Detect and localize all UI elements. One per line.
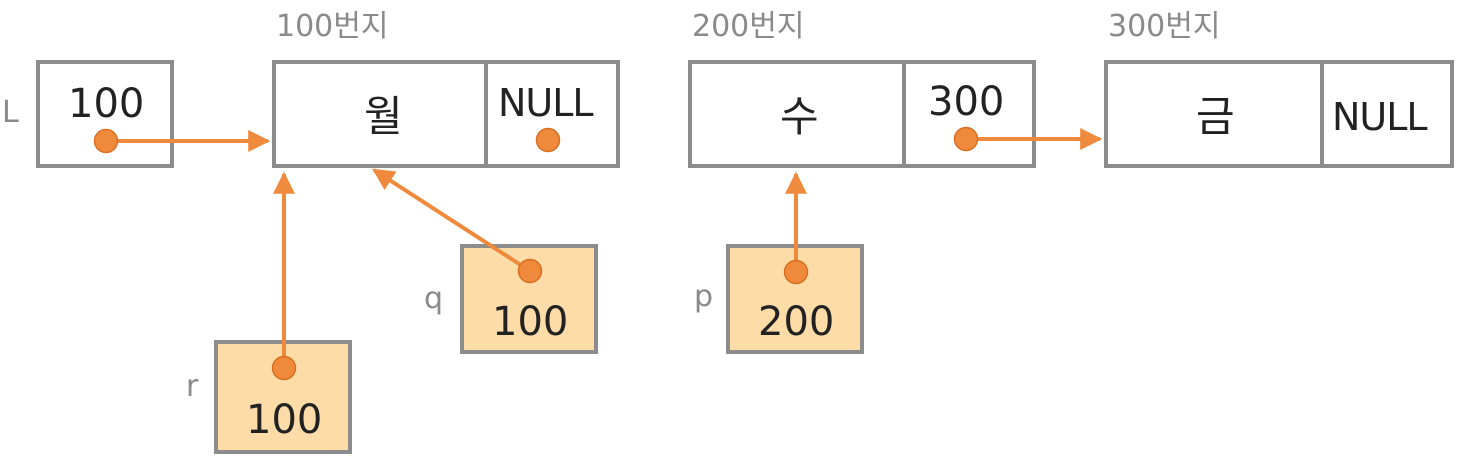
- node-2-divider: [902, 64, 906, 164]
- var-r-box: 100: [214, 340, 352, 454]
- node-1-data: 월: [364, 92, 403, 141]
- node-2-data: 수: [780, 92, 819, 141]
- var-q-box: 100: [460, 244, 598, 354]
- node-3-data: 금: [1196, 92, 1235, 141]
- node-1-link: NULL: [498, 81, 594, 125]
- var-q-value: 100: [492, 299, 569, 345]
- var-r-value: 100: [246, 397, 323, 443]
- node-1-divider: [484, 64, 488, 164]
- node-2-link: 300: [928, 79, 1005, 125]
- node2-address-label: 200번지: [692, 9, 805, 44]
- head-pointer-box: 100: [36, 60, 174, 168]
- node-3: 금 NULL: [1104, 60, 1454, 168]
- node-3-link: NULL: [1332, 95, 1428, 139]
- var-p-label: p: [694, 279, 714, 314]
- node3-address-label: 300번지: [1108, 9, 1221, 44]
- node-3-divider: [1320, 64, 1324, 164]
- node-2: 수 300: [688, 60, 1036, 168]
- var-p-box: 200: [726, 244, 864, 354]
- head-label: L: [2, 95, 19, 130]
- var-q-label: q: [424, 281, 444, 316]
- node-1: 월 NULL: [272, 60, 620, 168]
- var-p-value: 200: [758, 299, 835, 345]
- head-value: 100: [68, 81, 145, 127]
- node1-address-label: 100번지: [276, 9, 389, 44]
- var-r-label: r: [186, 369, 199, 404]
